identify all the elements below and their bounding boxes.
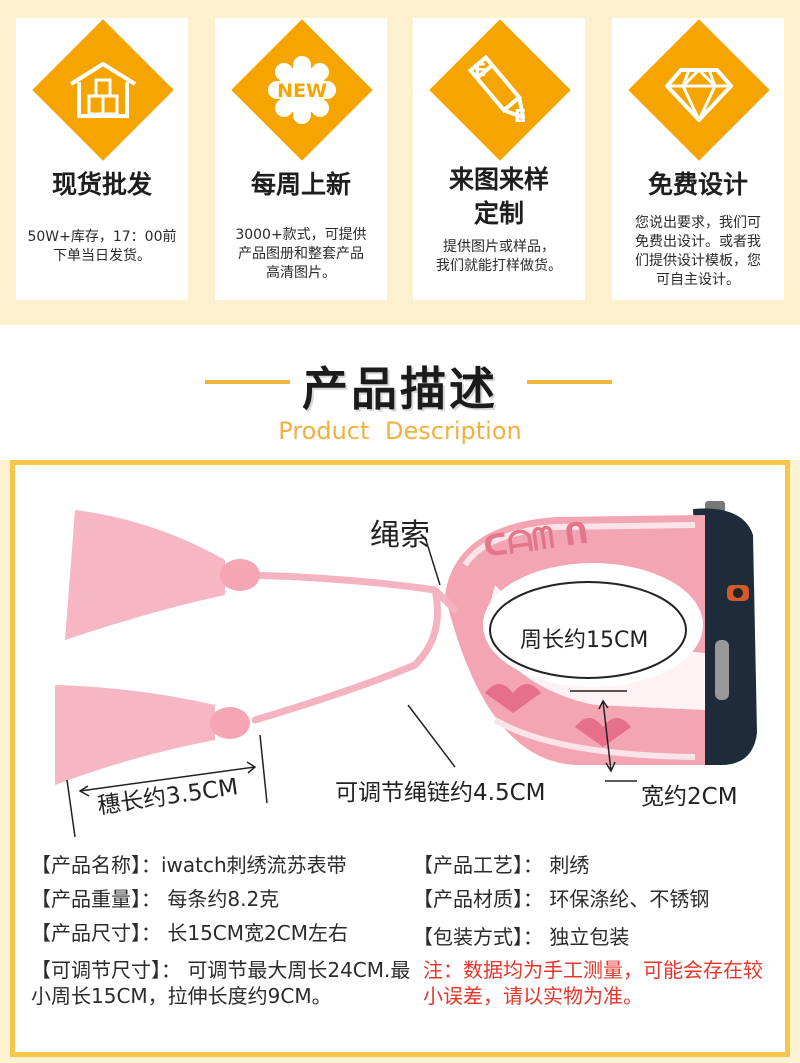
- feature-desc: 3000+款式，可提供 产品图册和整套产品 高清图片。: [219, 226, 383, 283]
- heading-rule-right: [527, 380, 612, 384]
- watch-body: [693, 501, 757, 765]
- product-photo: ᑕᗩᗰ ᑎ: [55, 501, 757, 838]
- spec-package: 【包装方式】： 独立包装: [413, 925, 630, 949]
- feature-desc-line: 50W+库存，17：00前: [27, 229, 177, 245]
- spec-craft: 【产品工艺】： 刺绣: [413, 853, 590, 877]
- feature-desc: 50W+库存，17：00前 下单当日发货。: [20, 228, 184, 266]
- spec-material: 【产品材质】： 环保涤纶、不锈钢: [413, 887, 710, 911]
- feature-desc-line: 高清图片。: [266, 265, 336, 281]
- feature-card-new: NEW 每周上新 3000+款式，可提供 产品图册和整套产品 高清图片。: [215, 18, 387, 300]
- measurement-note: 注：数据均为手工测量，可能会存在较小误差，请以实物为准。: [423, 958, 763, 1008]
- feature-card-design: 免费设计 您说出要求，我们可 免费出设计。或者我 们提供设计模板，您 可自主设计…: [612, 18, 784, 300]
- feature-desc-line: 下单当日发货。: [53, 248, 151, 264]
- feature-card-stock: 现货批发 50W+库存，17：00前 下单当日发货。: [16, 18, 188, 300]
- feature-desc-line: 们提供设计模板，您: [635, 253, 761, 269]
- feature-title: 免费设计: [647, 170, 748, 199]
- pink-band: ᑕᗩᗰ ᑎ: [445, 515, 705, 765]
- label-adjustable-chain: 可调节绳链约4.5CM: [335, 780, 546, 806]
- rope: [241, 571, 459, 724]
- tassel-bottom: [55, 685, 250, 785]
- spec-adjustable-size: 【可调节尺寸】： 可调节最大周长24CM.最小周长15CM，拉伸长度约9CM。: [31, 958, 411, 1008]
- feature-desc-line: 可自主设计。: [656, 272, 740, 288]
- feature-desc-line: 产品图册和整套产品: [238, 246, 364, 262]
- feature-desc-line: 我们就能打样做货。: [436, 258, 562, 274]
- new-badge-text: NEW: [277, 80, 327, 102]
- annotation-lines: [66, 536, 687, 838]
- svg-text:E: E: [514, 106, 526, 127]
- spec-product-name: 【产品名称】：iwatch刺绣流苏表带: [31, 853, 347, 877]
- feature-title: 现货批发: [51, 170, 152, 199]
- feature-desc-line: 免费出设计。或者我: [635, 234, 761, 250]
- feature-desc: 您说出要求，我们可 免费出设计。或者我 们提供设计模板，您 可自主设计。: [616, 214, 780, 290]
- pencil-icon: E E: [467, 54, 526, 127]
- spec-weight: 【产品重量】： 每条约8.2克: [31, 887, 280, 911]
- section-heading: 产品描述 Product Description: [0, 325, 800, 460]
- feature-strip: 现货批发 50W+库存，17：00前 下单当日发货。 NEW 每周上新 3000…: [0, 0, 800, 325]
- section-title: 产品描述: [302, 362, 498, 416]
- spec-size: 【产品尺寸】： 长15CM宽2CM左右: [31, 921, 348, 945]
- feature-title-line2: 定制: [473, 199, 524, 228]
- feature-desc-line: 提供图片或样品，: [443, 239, 555, 255]
- label-rope: 绳索: [370, 518, 430, 553]
- section-subtitle: Product Description: [278, 417, 522, 445]
- svg-text:E: E: [474, 60, 486, 81]
- label-circumference: 周长约15CM: [520, 628, 649, 653]
- feature-title: 来图来样: [448, 165, 549, 194]
- feature-desc-line: 3000+款式，可提供: [235, 227, 367, 243]
- feature-title: 每周上新: [250, 170, 351, 199]
- tassel-top: [65, 510, 260, 640]
- label-width: 宽约2CM: [641, 784, 738, 810]
- feature-card-custom: E E 来图来样 定制 提供图片或样品， 我们就能打样做货。: [413, 18, 585, 300]
- warehouse-icon: [69, 62, 137, 118]
- feature-desc-line: 您说出要求，我们可: [635, 215, 761, 231]
- feature-desc: 提供图片或样品， 我们就能打样做货。: [417, 238, 581, 276]
- new-badge-icon: NEW: [268, 56, 336, 124]
- diamond-icon: [665, 68, 733, 122]
- heading-rule-left: [205, 380, 290, 384]
- product-frame: ᑕᗩᗰ ᑎ: [10, 460, 790, 1057]
